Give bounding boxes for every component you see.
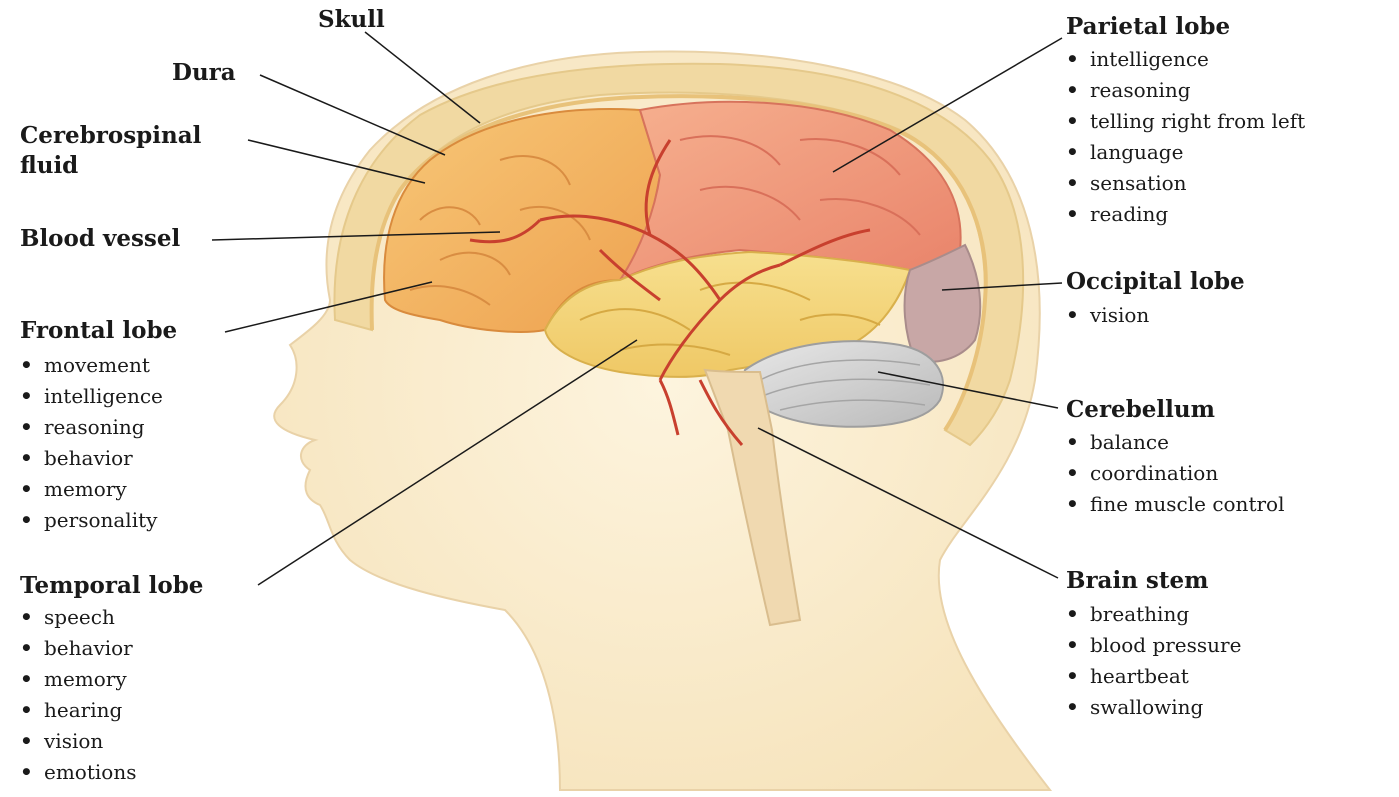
list-item: hearing (20, 695, 136, 726)
label-parietal-lobe: Parietal lobe (1066, 12, 1230, 42)
label-temporal-lobe: Temporal lobe (20, 571, 203, 601)
list-item: coordination (1066, 458, 1284, 489)
cerebellum-functions: balance coordination fine muscle control (1066, 427, 1284, 520)
list-item: heartbeat (1066, 661, 1241, 692)
list-item: movement (20, 350, 163, 381)
label-skull: Skull (318, 5, 385, 35)
list-item: intelligence (20, 381, 163, 412)
temporal-lobe-functions: speech behavior memory hearing vision em… (20, 602, 136, 788)
list-item: vision (20, 726, 136, 757)
label-frontal-lobe: Frontal lobe (20, 316, 177, 346)
occipital-lobe-functions: vision (1066, 300, 1149, 331)
list-item: reasoning (20, 412, 163, 443)
list-item: breathing (1066, 599, 1241, 630)
label-blood-vessel: Blood vessel (20, 224, 180, 254)
list-item: personality (20, 505, 163, 536)
list-item: behavior (20, 633, 136, 664)
brain-stem-functions: breathing blood pressure heartbeat swall… (1066, 599, 1241, 723)
label-occipital-lobe: Occipital lobe (1066, 267, 1245, 297)
list-item: memory (20, 664, 136, 695)
list-item: vision (1066, 300, 1149, 331)
label-cerebellum: Cerebellum (1066, 395, 1215, 425)
list-item: reasoning (1066, 75, 1305, 106)
list-item: intelligence (1066, 44, 1305, 75)
list-item: telling right from left (1066, 106, 1305, 137)
list-item: balance (1066, 427, 1284, 458)
list-item: behavior (20, 443, 163, 474)
list-item: fine muscle control (1066, 489, 1284, 520)
list-item: reading (1066, 199, 1305, 230)
label-brain-stem: Brain stem (1066, 566, 1208, 596)
parietal-lobe-functions: intelligence reasoning telling right fro… (1066, 44, 1305, 230)
frontal-lobe-functions: movement intelligence reasoning behavior… (20, 350, 163, 536)
list-item: memory (20, 474, 163, 505)
list-item: swallowing (1066, 692, 1241, 723)
list-item: sensation (1066, 168, 1305, 199)
label-dura: Dura (172, 58, 236, 88)
label-cerebrospinal-fluid: Cerebrospinal fluid (20, 121, 255, 181)
list-item: blood pressure (1066, 630, 1241, 661)
list-item: emotions (20, 757, 136, 788)
list-item: speech (20, 602, 136, 633)
list-item: language (1066, 137, 1305, 168)
